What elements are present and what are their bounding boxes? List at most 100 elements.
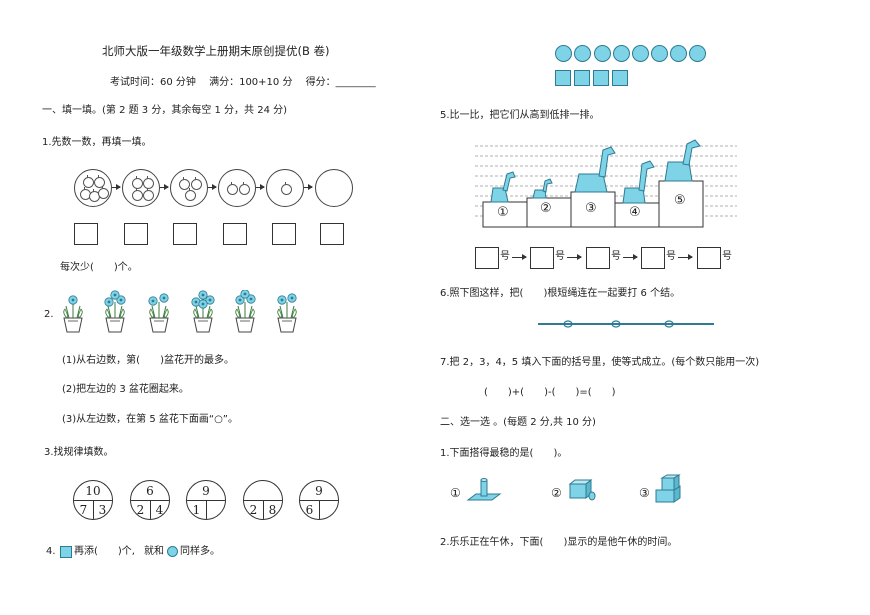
order-answer-box[interactable] xyxy=(641,247,665,269)
pattern-right-number: 3 xyxy=(98,503,107,517)
answer-box[interactable] xyxy=(124,223,148,245)
podium-number: ② xyxy=(540,201,552,216)
apple-icon xyxy=(94,175,105,188)
apple-circle xyxy=(218,169,256,207)
pattern-circle: 2 8 xyxy=(243,480,283,520)
answer-box[interactable] xyxy=(74,223,98,245)
q3-label: 3.找规律填数。 xyxy=(44,447,114,458)
podium-number: ④ xyxy=(629,205,641,220)
pattern-circle: 9 1 xyxy=(186,480,226,520)
order-answer-box[interactable] xyxy=(475,247,499,269)
arrow-icon xyxy=(208,184,217,190)
blue-circle-icon xyxy=(594,45,611,62)
order-answer-box[interactable] xyxy=(697,247,721,269)
stack-option-1-icon[interactable] xyxy=(466,478,502,506)
pattern-right-number: 8 xyxy=(268,503,277,517)
apple-icon xyxy=(179,177,190,190)
pattern-left-number: 2 xyxy=(249,503,258,517)
q6-label: 6.照下图这样，把( )根短绳连在一起要打 6 个结。 xyxy=(440,288,681,299)
flower-pot xyxy=(148,293,169,333)
blue-circle-icon xyxy=(613,45,630,62)
apple-icon xyxy=(281,182,292,195)
stack-option-3-icon[interactable] xyxy=(652,474,688,508)
circle-icon xyxy=(167,546,178,557)
apple-circle xyxy=(122,169,160,207)
page-title: 北师大版一年级数学上册期末原创提优(B 卷) xyxy=(102,44,330,58)
blue-square-icon xyxy=(612,70,628,86)
arrow-icon xyxy=(256,184,265,190)
blue-circle-icon xyxy=(574,45,591,62)
pattern-left-number: 2 xyxy=(136,503,145,517)
arrow-icon xyxy=(160,184,169,190)
apple-circle xyxy=(170,169,208,207)
arrow-icon xyxy=(678,254,693,260)
apple-icon xyxy=(132,188,143,201)
apple-circle xyxy=(74,169,112,207)
section-2-heading: 二、选一选 。(每题 2 分,共 10 分) xyxy=(440,417,596,428)
pattern-left-number: 1 xyxy=(192,503,201,517)
blue-circle-icon xyxy=(632,45,649,62)
apple-circle-empty xyxy=(315,169,353,207)
square-icon xyxy=(60,546,72,558)
hao-label: 号 xyxy=(555,251,565,262)
flower-pot xyxy=(235,290,256,333)
answer-box[interactable] xyxy=(223,223,247,245)
pattern-top-number: 9 xyxy=(202,484,210,498)
q4-text-a: 再添( )个, xyxy=(74,546,135,557)
q2-sub3: (3)从左边数，在第 5 盆花下面画“○”。 xyxy=(62,414,238,425)
blue-circle-icon xyxy=(670,45,687,62)
apple-icon xyxy=(185,188,196,201)
blue-square-icon xyxy=(574,70,590,86)
rope-knots-illustration xyxy=(538,320,714,328)
hao-label: 号 xyxy=(722,251,732,262)
apple-icon xyxy=(143,176,154,189)
pattern-circle: 10 7 3 xyxy=(73,480,113,520)
option-label[interactable]: ① xyxy=(450,486,461,500)
option-label[interactable]: ③ xyxy=(639,486,650,500)
blue-circle-icon xyxy=(689,45,706,62)
answer-box[interactable] xyxy=(320,223,344,245)
arrow-icon xyxy=(112,184,121,190)
flower-pot xyxy=(104,290,126,333)
hao-label: 号 xyxy=(666,251,676,262)
pattern-right-number: 4 xyxy=(155,503,164,517)
apple-icon xyxy=(98,186,109,199)
order-answer-box[interactable] xyxy=(530,247,554,269)
q2-sub2: (2)把左边的 3 盆花圈起来。 xyxy=(62,384,189,395)
hao-label: 号 xyxy=(500,251,510,262)
order-answer-box[interactable] xyxy=(586,247,610,269)
q4-text-b: 就和 xyxy=(144,546,164,557)
pattern-circle: 9 6 xyxy=(299,480,339,520)
stack-option-2-icon[interactable] xyxy=(566,478,598,506)
arrow-icon xyxy=(623,254,638,260)
apple-icon xyxy=(227,182,238,195)
option-label[interactable]: ② xyxy=(551,486,562,500)
arrow-icon xyxy=(512,254,527,260)
blue-circle-icon xyxy=(555,45,572,62)
q2-sub1: (1)从右边数，第( )盆花开的最多。 xyxy=(62,355,234,366)
pattern-top-number: 6 xyxy=(146,484,154,498)
apple-icon xyxy=(191,177,202,190)
pattern-circle: 6 2 4 xyxy=(130,480,170,520)
pattern-top-number: 10 xyxy=(85,484,101,498)
arrow-icon xyxy=(567,254,582,260)
q7-equation: ( )+( )-( )=( ) xyxy=(484,387,616,398)
blue-square-icon xyxy=(555,70,571,86)
answer-box[interactable] xyxy=(173,223,197,245)
q4-label: 4. xyxy=(46,546,56,557)
arrow-icon xyxy=(304,184,313,190)
exam-info: 考试时间：60 分钟 满分：100+10 分 得分：________ xyxy=(110,77,376,88)
giraffe-podiums-illustration xyxy=(475,139,737,228)
s2q1-label: 1.下面搭得最稳的是( )。 xyxy=(440,448,568,459)
podium-number: ① xyxy=(497,205,509,220)
answer-box[interactable] xyxy=(272,223,296,245)
section-1-heading: 一、填一填。(第 2 题 3 分，其余每空 1 分，共 24 分) xyxy=(42,105,288,116)
pattern-left-number: 6 xyxy=(305,503,314,517)
podium-number: ⑤ xyxy=(674,193,686,208)
blue-circle-icon xyxy=(651,45,668,62)
q5-label: 5.比一比，把它们从高到低排一排。 xyxy=(440,110,600,121)
blue-square-icon xyxy=(593,70,609,86)
apple-icon xyxy=(143,188,154,201)
hao-label: 号 xyxy=(611,251,621,262)
q1-answer-text: 每次少( )个。 xyxy=(60,262,138,273)
